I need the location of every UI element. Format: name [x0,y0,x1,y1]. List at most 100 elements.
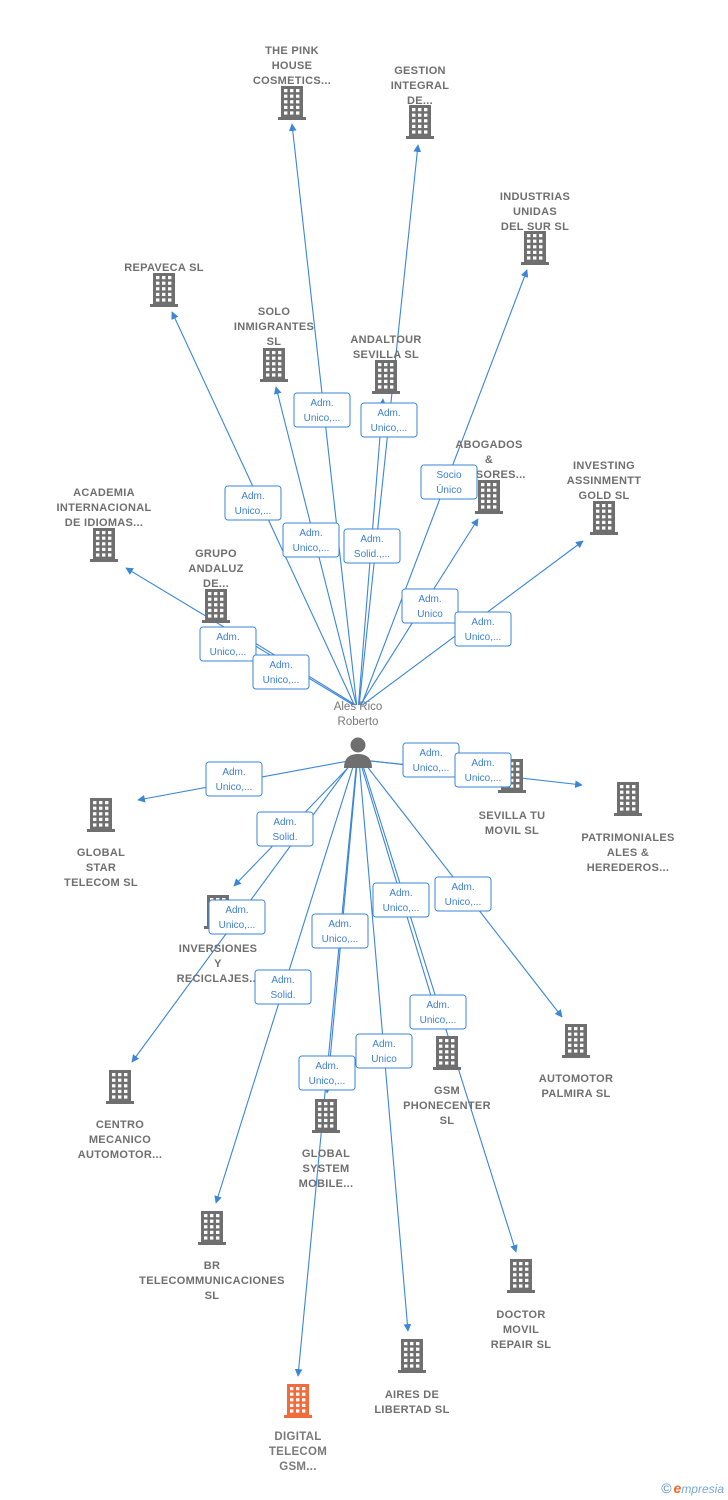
edge-label-repaveca[interactable]: Adm.Unico,... [224,485,282,521]
building-icon [398,1339,426,1373]
edge-label-line: Adm. [315,1061,338,1072]
edge-label-text: Adm.Unico,... [235,491,272,517]
edge-label-text: Adm.Unico,... [210,632,247,658]
edge-label-global-system[interactable]: Adm.Unico,... [311,913,369,949]
node-label-line: TELECOM [269,1446,327,1458]
brand-logo-text: mpresia [681,1482,724,1496]
edge-label-line: Adm. [389,888,412,899]
node-label-line: ANDALTOUR [350,334,421,346]
edge-label-line: Unico,... [219,920,256,931]
edge-label-pink-house[interactable]: Adm.Unico,... [293,392,351,428]
edge-label-automotor-palmira[interactable]: Adm.Unico,... [434,876,492,912]
node-investing[interactable]: INVESTING ASSINMENTT GOLD SL [567,460,642,535]
node-label-line: SL [205,1290,220,1302]
node-label-line: GOLD SL [579,490,630,502]
edge-label-sevilla-tu-movil[interactable]: Adm.Unico,... [402,742,460,778]
edge-label-gestion-integral[interactable]: Adm.Unico,... [360,402,418,438]
edge-label-line: Adm. [360,534,383,545]
building-icon [475,480,503,514]
node-label-line: REPAIR SL [491,1339,552,1351]
edge-label-line: Adm. [451,882,474,893]
edge-label-digital-telecom[interactable]: Adm. Unico,... [298,1055,356,1091]
edge-label-academia[interactable]: Adm.Unico,... [199,626,257,662]
person-icon [344,737,372,768]
edge-label-line: Socio [436,470,461,481]
edge-label-line: Adm. [269,660,292,671]
edge-label-centro-mecanico[interactable]: Adm.Unico,... [208,899,266,935]
node-andaltour[interactable]: ANDALTOUR SEVILLA SL [350,334,421,394]
edge-label-abogados[interactable]: Adm.Unico [401,588,459,624]
node-label-line: AIRES DE [385,1389,439,1401]
building-icon [406,105,434,139]
edge-label-aires-libertad[interactable]: Adm.Unico [355,1033,413,1069]
node-label-line: DE IDIOMAS... [65,517,143,529]
edge-label-investing[interactable]: Adm.Unico,... [454,611,512,647]
node-label-line: HEREDEROS... [587,862,669,874]
edge-label-line: Unico,... [309,1076,346,1087]
edge-label-grupo-andaluz[interactable]: Adm. Unico,... [252,654,310,690]
edge-label-line: Adm. [471,617,494,628]
node-repaveca[interactable]: REPAVECA SL [124,262,204,307]
node-label-line: GESTION [394,65,446,77]
edge-label-inversiones[interactable]: Adm.Solid. [256,811,314,847]
edge-label-line: Adm. [241,491,264,502]
edge-label-text: Adm.Unico,... [293,528,330,554]
node-label-line: DIGITAL [274,1431,321,1443]
node-label-line: INDUSTRIAS [500,191,570,203]
node-label-line: GSM [434,1085,460,1097]
node-label-line: INTEGRAL [391,80,450,92]
edge-label-patrimoniales[interactable]: Adm.Unico,... [454,752,512,788]
edge-label-line: Adm. [299,528,322,539]
edge-label-text: Adm.Solid. [270,975,295,1001]
building-icon [202,589,230,623]
footer-brand[interactable]: ©empresia [661,1480,724,1496]
edge-label-text: Adm.Unico,... [420,1000,457,1026]
edge-label-solo-inmigrantes[interactable]: Adm.Unico,... [282,522,340,558]
edge-label-doctor-movil[interactable]: Adm.Unico,... [409,994,467,1030]
edge-label-line: Unico,... [263,675,300,686]
node-label-line: COSMETICS... [253,75,331,87]
edge-label-andaltour[interactable]: Adm.Solid.,... [343,528,401,564]
edge-label-global-star[interactable]: Adm.Unico,... [205,761,263,797]
edge-label-gsm-phonecenter[interactable]: Adm. Unico,... [372,882,430,918]
node-label-line: INVESTING [573,460,635,472]
edge-label-text: Adm.Unico [417,594,443,620]
center-label-line: Roberto [338,716,379,728]
node-label-line: SEVILLA SL [353,349,419,361]
edge-label-line: Unico [417,609,443,620]
edge-label-line: Unico,... [383,903,420,914]
edge-label-text: Adm.Unico,... [322,919,359,945]
node-label-line: ASSINMENTT [567,475,642,487]
building-icon [521,231,549,265]
edge-label-text: Adm.Unico,... [371,408,408,434]
edge-label-br-telecom[interactable]: Adm.Solid. [254,969,312,1005]
edge-label-text: Adm.Unico,... [219,905,256,931]
node-label-line: GLOBAL [77,847,125,859]
